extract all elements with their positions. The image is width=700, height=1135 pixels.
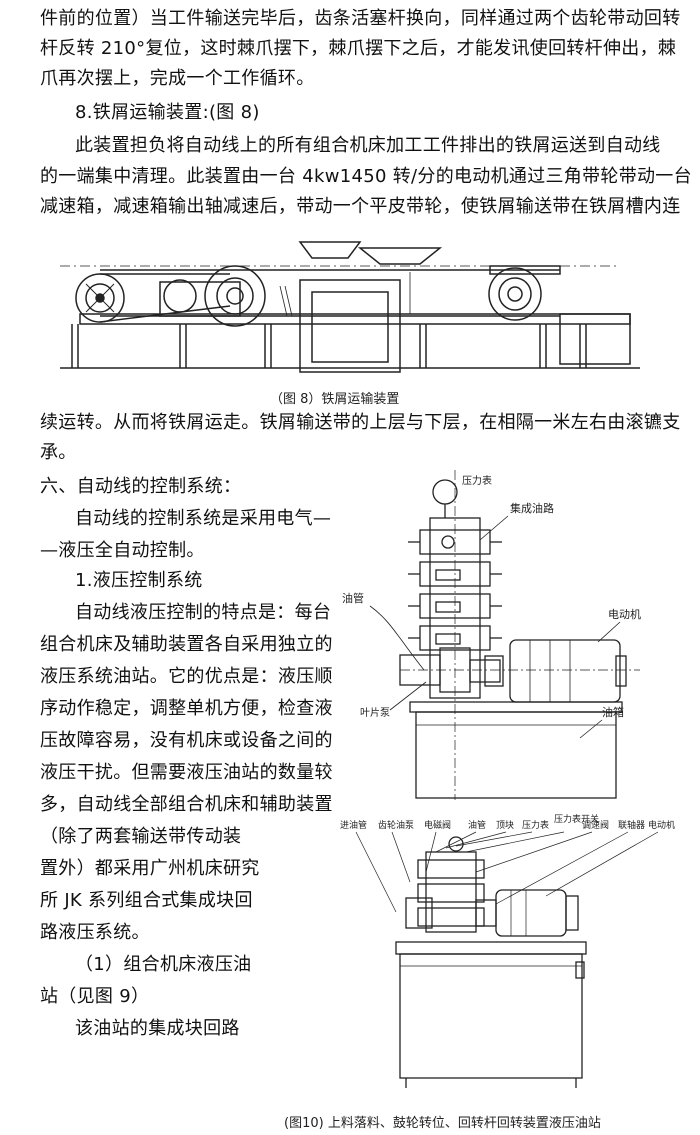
text-line: 多，自动线全部组合机床和辅助装置 xyxy=(40,794,333,815)
text-line: 件前的位置）当工件输送完毕后，齿条活塞杆换向，同样通过两个齿轮带动回转 xyxy=(40,8,681,29)
label-pressure-gauge: 压力表 xyxy=(462,474,492,487)
figure-10-caption: (图10) 上料落料、鼓轮转位、回转杆回转装置液压油站 xyxy=(284,1116,601,1131)
text-line: —液压全自动控制。 xyxy=(40,540,205,561)
figure-9-hydraulic-station: 压力表 集成油路 油管 叶片泵 电动机 xyxy=(340,470,680,800)
label-pipe: 油管 xyxy=(468,819,486,831)
label-coupling: 联轴器 xyxy=(618,819,645,831)
text-line: 序动作稳定，调整单机方便，检查液 xyxy=(40,698,333,719)
label-top-block: 顶块 xyxy=(496,819,514,831)
text-line: 路液压系统。 xyxy=(40,922,150,943)
text-line: 减速箱，减速箱输出轴减速后，带动一个平皮带轮，使铁屑输送带在铁屑槽内连 xyxy=(40,196,681,217)
figure-8-caption: （图 8）铁屑运输装置 xyxy=(270,392,400,407)
section-heading: 8.铁屑运输装置:(图 8) xyxy=(75,102,260,123)
label-motor: 电动机 xyxy=(608,607,641,621)
text-line: 所 JK 系列组合式集成块回 xyxy=(40,890,253,911)
label-gear-pump: 齿轮油泵 xyxy=(378,819,414,831)
subsection-heading: （1）组合机床液压油 xyxy=(75,954,252,975)
figure-10-hydraulic-station: 进油管 齿轮油泵 电磁阀 油管 顶块 压力表 压力表开关 调速阀 联轴器 电动机 xyxy=(336,812,676,1100)
label-pressure-gauge-10: 压力表 xyxy=(522,819,549,831)
label-gauge-switch: 压力表开关 xyxy=(554,813,599,825)
text-line: 爪再次摆上，完成一个工作循环。 xyxy=(40,68,315,89)
text-line: 续运转。从而将铁屑运走。铁屑输送带的上层与下层，在相隔一米左右由滚镳支 xyxy=(40,412,681,433)
text-line: 此装置担负将自动线上的所有组合机床加工工件排出的铁屑运送到自动线 xyxy=(75,135,661,156)
text-line: 压故障容易，没有机床或设备之间的 xyxy=(40,730,333,751)
text-line: （除了两套输送带传动装 xyxy=(40,826,242,847)
text-line: 液压系统油站。它的优点是：液压顺 xyxy=(40,666,333,687)
text-line: 自动线液压控制的特点是：每台 xyxy=(75,602,332,623)
text-line: 自动线的控制系统是采用电气— xyxy=(75,508,332,529)
label-inlet-pipe: 进油管 xyxy=(340,819,367,831)
subsection-heading: 站（见图 9） xyxy=(40,986,150,1007)
text-line: 承。 xyxy=(40,442,77,463)
label-oil-pipe: 油管 xyxy=(342,591,364,605)
text-line: 该油站的集成块回路 xyxy=(75,1018,240,1039)
text-line: 的一端集中清理。此装置由一台 4kw1450 转/分的电动机通过三角带轮带动一台 xyxy=(40,166,692,187)
text-line: 杆反转 210°复位，这时棘爪摆下，棘爪摆下之后，才能发讯使回转杆伸出，棘 xyxy=(40,38,677,59)
label-oil-tank: 油箱 xyxy=(602,705,624,719)
label-manifold: 集成油路 xyxy=(510,501,554,515)
label-solenoid-valve: 电磁阀 xyxy=(424,819,451,831)
label-motor-10: 电动机 xyxy=(648,819,675,831)
section-heading: 六、自动线的控制系统： xyxy=(40,476,242,497)
label-speed-valve: 调速阀 xyxy=(582,820,609,831)
label-vane-pump: 叶片泵 xyxy=(360,706,390,719)
text-line: 液压干扰。但需要液压油站的数量较 xyxy=(40,762,333,783)
text-line: 组合机床及辅助装置各自采用独立的 xyxy=(40,634,333,655)
text-line: 置外）都采用广州机床研究 xyxy=(40,858,260,879)
figure-8-chip-conveyor xyxy=(60,236,640,386)
subsection-heading: 1.液压控制系统 xyxy=(75,570,203,591)
